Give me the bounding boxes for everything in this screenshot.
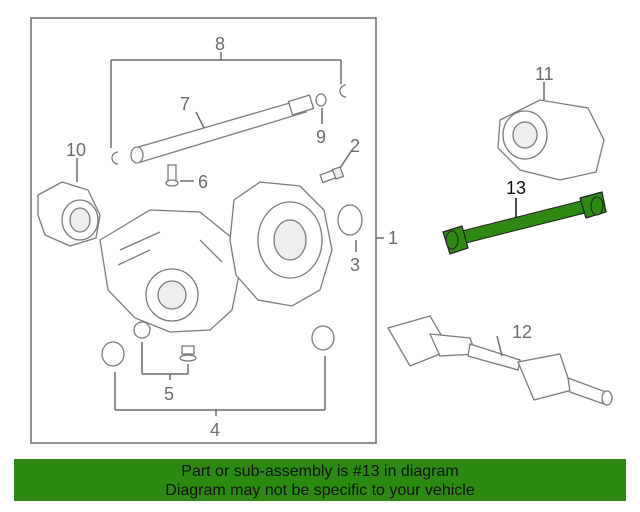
snap-ring-left bbox=[111, 151, 119, 165]
callout-9: 9 bbox=[316, 127, 326, 147]
callout-13: 13 bbox=[506, 178, 526, 198]
callout-7: 7 bbox=[180, 94, 190, 114]
o-ring bbox=[315, 93, 327, 107]
callout-4: 4 bbox=[210, 420, 220, 440]
breather-fitting bbox=[165, 164, 179, 187]
drive-shaft-part-13 bbox=[442, 191, 607, 255]
seal-4-right bbox=[311, 325, 335, 351]
differential-housing bbox=[99, 209, 241, 333]
housing-cover bbox=[229, 181, 333, 307]
callout-5-leader bbox=[141, 342, 189, 380]
callout-4-leader bbox=[114, 356, 326, 416]
callout-3: 3 bbox=[350, 255, 360, 275]
plug-5 bbox=[179, 345, 197, 362]
snap-ring-right bbox=[339, 84, 347, 98]
callout-10: 10 bbox=[66, 140, 86, 160]
transfer-case-part-11 bbox=[497, 99, 605, 181]
callout-12: 12 bbox=[512, 322, 532, 342]
callout-2: 2 bbox=[350, 136, 360, 156]
parts-diagram: 8 7 9 2 6 10 bbox=[30, 17, 613, 444]
intermediate-shaft bbox=[130, 94, 315, 164]
callout-8: 8 bbox=[215, 34, 225, 54]
callout-8-leader bbox=[110, 52, 342, 148]
bolt bbox=[319, 166, 345, 184]
callout-6: 6 bbox=[198, 172, 208, 192]
banner-line-2: Diagram may not be specific to your vehi… bbox=[165, 482, 475, 499]
axle-shaft-part-12 bbox=[387, 315, 613, 406]
callout-5: 5 bbox=[164, 384, 174, 404]
callout-1: 1 bbox=[388, 228, 398, 248]
info-banner: Part or sub-assembly is #13 in diagram D… bbox=[14, 459, 626, 501]
washer-5 bbox=[133, 321, 151, 339]
callout-11: 11 bbox=[535, 64, 554, 84]
companion-flange bbox=[37, 181, 101, 247]
banner-line-1: Part or sub-assembly is #13 in diagram bbox=[181, 463, 459, 480]
seal-4-left bbox=[101, 341, 125, 367]
seal-3 bbox=[337, 204, 363, 236]
